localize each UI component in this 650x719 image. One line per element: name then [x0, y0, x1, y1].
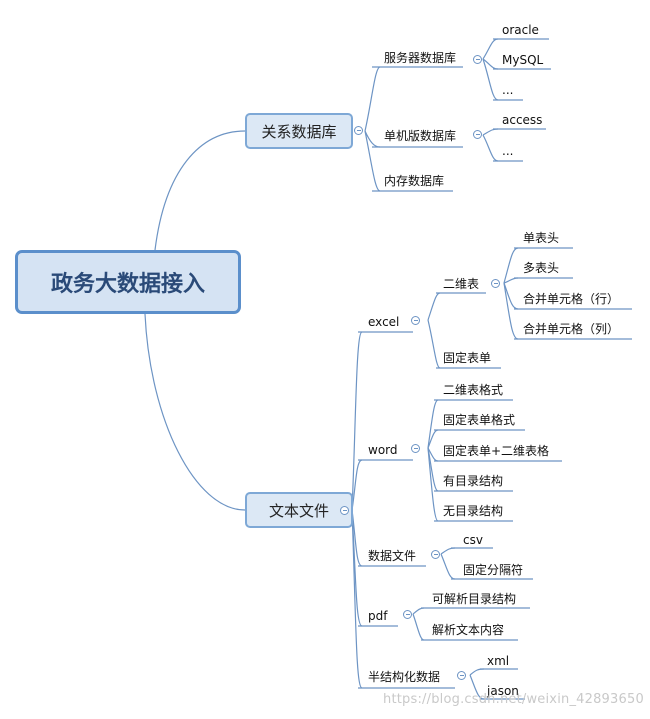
collapse-icon[interactable]: [411, 316, 420, 325]
node-data-file[interactable]: 数据文件: [368, 549, 417, 563]
root-topic[interactable]: 政务大数据接入: [15, 250, 241, 314]
node-text-file[interactable]: 文本文件: [245, 492, 353, 528]
node-pdf[interactable]: pdf: [368, 609, 388, 623]
leaf-merge-col[interactable]: 合并单元格（列）: [523, 322, 620, 336]
node-label: 文本文件: [268, 501, 329, 520]
collapse-icon[interactable]: [473, 55, 482, 64]
collapse-icon[interactable]: [473, 130, 482, 139]
leaf-ellipsis[interactable]: ...: [502, 144, 514, 158]
node-relational-db[interactable]: 关系数据库: [245, 113, 353, 149]
leaf-word-item[interactable]: 固定表单+二维表格: [443, 444, 550, 458]
leaf-csv[interactable]: csv: [463, 533, 483, 547]
collapse-icon[interactable]: [457, 671, 466, 680]
node-excel[interactable]: excel: [368, 315, 400, 329]
node-label: 关系数据库: [261, 122, 337, 141]
collapse-icon[interactable]: [403, 610, 412, 619]
leaf-word-item[interactable]: 无目录结构: [443, 504, 504, 518]
leaf-multi-header[interactable]: 多表头: [523, 261, 560, 275]
node-memory-db[interactable]: 内存数据库: [384, 174, 445, 188]
watermark: https://blog.csdn.net/weixin_42893650: [383, 692, 644, 707]
leaf-word-item[interactable]: 固定表单格式: [443, 413, 516, 427]
leaf-xml[interactable]: xml: [487, 654, 510, 668]
leaf-word-item[interactable]: 有目录结构: [443, 474, 504, 488]
collapse-icon[interactable]: [340, 506, 349, 515]
node-fixed-form[interactable]: 固定表单: [443, 351, 492, 365]
leaf-fixed-delimiter[interactable]: 固定分隔符: [463, 563, 524, 577]
leaf-word-item[interactable]: 二维表格式: [443, 383, 504, 397]
collapse-icon[interactable]: [354, 126, 363, 135]
leaf-jason[interactable]: jason: [487, 684, 519, 698]
collapse-icon[interactable]: [431, 550, 440, 559]
leaf-access[interactable]: access: [502, 113, 543, 127]
node-server-db[interactable]: 服务器数据库: [384, 51, 457, 65]
collapse-icon[interactable]: [491, 279, 500, 288]
node-two-d-table[interactable]: 二维表: [443, 277, 480, 291]
root-label: 政务大数据接入: [50, 272, 205, 297]
collapse-icon[interactable]: [411, 444, 420, 453]
leaf-mysql[interactable]: MySQL: [502, 53, 544, 67]
leaf-single-header[interactable]: 单表头: [523, 231, 560, 245]
node-word[interactable]: word: [368, 443, 398, 457]
leaf-pdf-item[interactable]: 可解析目录结构: [432, 592, 517, 606]
leaf-pdf-item[interactable]: 解析文本内容: [432, 623, 505, 637]
leaf-oracle[interactable]: oracle: [502, 23, 539, 37]
node-semi-structured[interactable]: 半结构化数据: [368, 670, 441, 684]
leaf-ellipsis[interactable]: ...: [502, 83, 514, 97]
node-standalone-db[interactable]: 单机版数据库: [384, 129, 457, 143]
leaf-merge-row[interactable]: 合并单元格（行）: [523, 292, 620, 306]
